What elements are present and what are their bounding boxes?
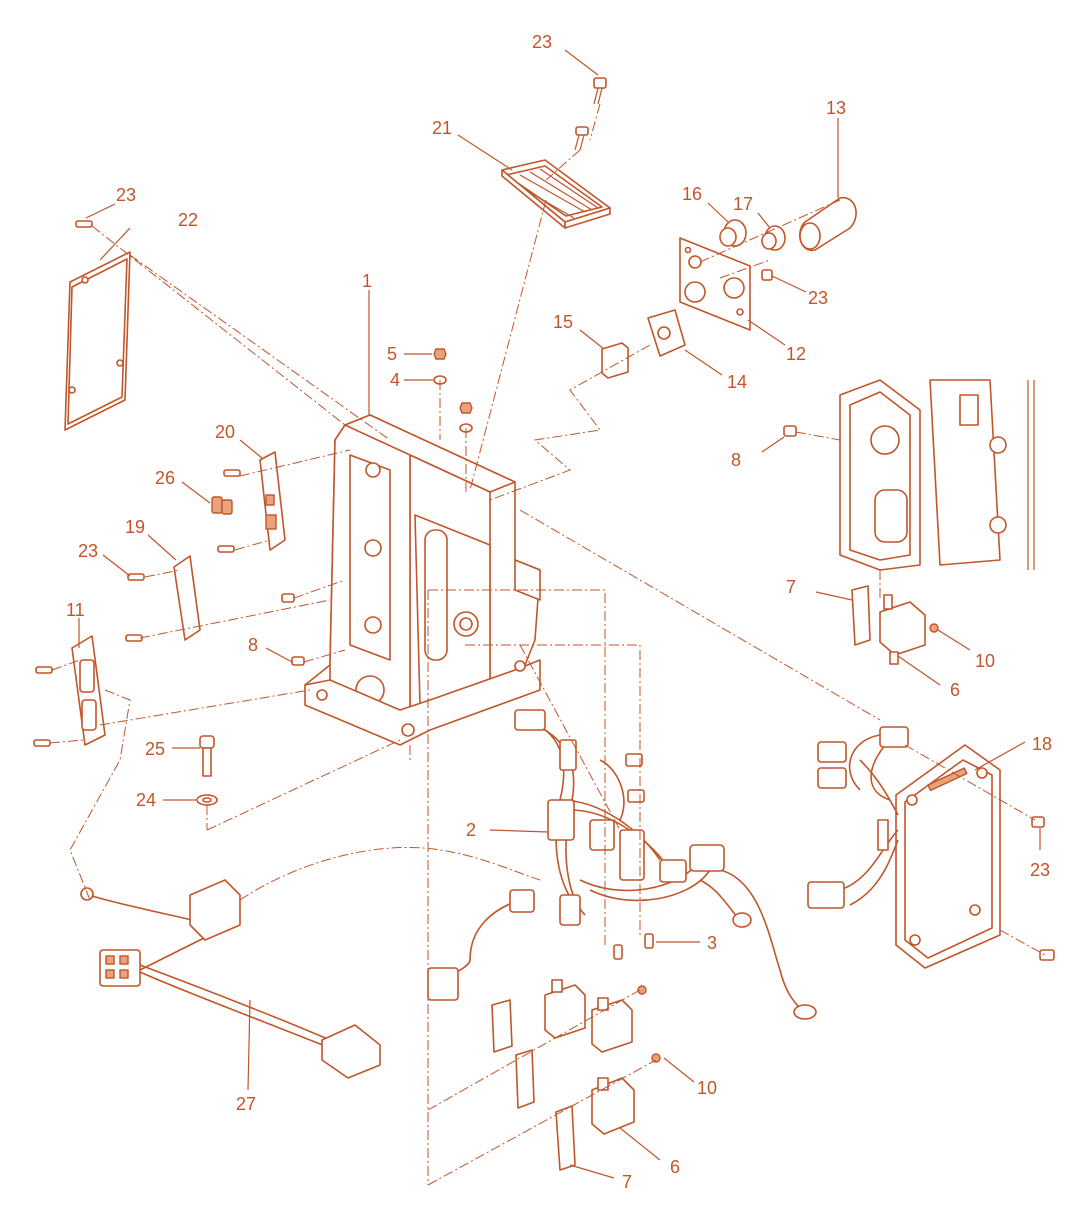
callout-2: 2: [466, 820, 476, 840]
callout-21: 21: [432, 118, 452, 138]
callout-22: 22: [178, 210, 198, 230]
callout-6-bottom: 6: [670, 1157, 680, 1177]
callout-1: 1: [362, 271, 372, 291]
part-13-connector: [799, 197, 857, 251]
part-24-washer: [196, 794, 218, 806]
part-27-cable-assembly: [80, 879, 381, 1091]
part-8-screw-inset: [761, 425, 797, 453]
callout-8-housing: 8: [248, 635, 258, 655]
part-11-gasket: [71, 635, 106, 746]
part-16-plug: [719, 219, 747, 247]
callout-6-inset: 6: [950, 680, 960, 700]
part-23-screw-top-left: [75, 203, 116, 228]
callout-24: 24: [136, 790, 156, 810]
callout-20: 20: [215, 422, 235, 442]
callout-23-board: 23: [1030, 860, 1050, 880]
callout-8-inset: 8: [731, 450, 741, 470]
callout-25: 25: [145, 739, 165, 759]
callout-4: 4: [390, 370, 400, 390]
callout-27: 27: [236, 1094, 256, 1114]
part-23-screws-board: [1031, 816, 1055, 961]
part-23-screws-top: [564, 49, 607, 151]
detail-inset: [830, 379, 1084, 571]
assembly-lines: [49, 103, 1046, 1186]
part-25-bolt: [199, 735, 215, 777]
callout-3: 3: [707, 933, 717, 953]
callout-12: 12: [786, 344, 806, 364]
callout-7-bottom: 7: [622, 1172, 632, 1192]
callout-16: 16: [682, 184, 702, 204]
callout-10-inset: 10: [975, 651, 995, 671]
part-14-bracket: [647, 309, 686, 357]
part-5-nut: [433, 348, 473, 414]
callout-15: 15: [553, 312, 573, 332]
part-21-top-cover: [501, 159, 611, 229]
relays-bottom: [491, 979, 661, 1171]
callout-14: 14: [727, 372, 747, 392]
part-6-relay-inset: [879, 594, 926, 665]
callout-11: 11: [66, 600, 85, 620]
callout-labels: 1 2 3 4 5 6 6 7 7 8 8 10 10 11 12 13 14 …: [66, 32, 1052, 1192]
callout-23-left: 23: [78, 541, 98, 561]
callout-7-inset: 7: [786, 577, 796, 597]
part-1-main-housing: [304, 414, 541, 746]
callout-10-bottom: 10: [697, 1078, 717, 1098]
part-26-fitting: [211, 496, 233, 515]
part-10-nut-inset: [929, 623, 971, 651]
callout-19: 19: [125, 517, 145, 537]
callout-17: 17: [733, 194, 753, 214]
part-18-control-board: [895, 744, 1001, 969]
part-3-screws: [613, 933, 700, 960]
callout-leaders: [78, 118, 1026, 1179]
part-12-connector-plate: [679, 237, 751, 331]
harness-18: [807, 726, 909, 909]
callout-18: 18: [1032, 734, 1052, 754]
part-19-side-cover: [173, 555, 201, 641]
callout-23-top: 23: [532, 32, 552, 52]
part-23-screw-plate: [761, 269, 807, 293]
callout-23-top-left: 23: [116, 185, 136, 205]
callout-26: 26: [155, 468, 175, 488]
callout-5: 5: [387, 344, 397, 364]
callout-13: 13: [826, 98, 846, 118]
side-screws: [33, 469, 305, 747]
part-20-side-cover: [259, 451, 286, 551]
callout-23-plate: 23: [808, 288, 828, 308]
part-17-plug: [761, 225, 786, 251]
part-7-block-inset: [815, 585, 871, 646]
part-2-wiring-harness: [427, 709, 817, 1020]
part-22-cover-plate: [64, 251, 131, 431]
part-15-block: [601, 342, 629, 379]
